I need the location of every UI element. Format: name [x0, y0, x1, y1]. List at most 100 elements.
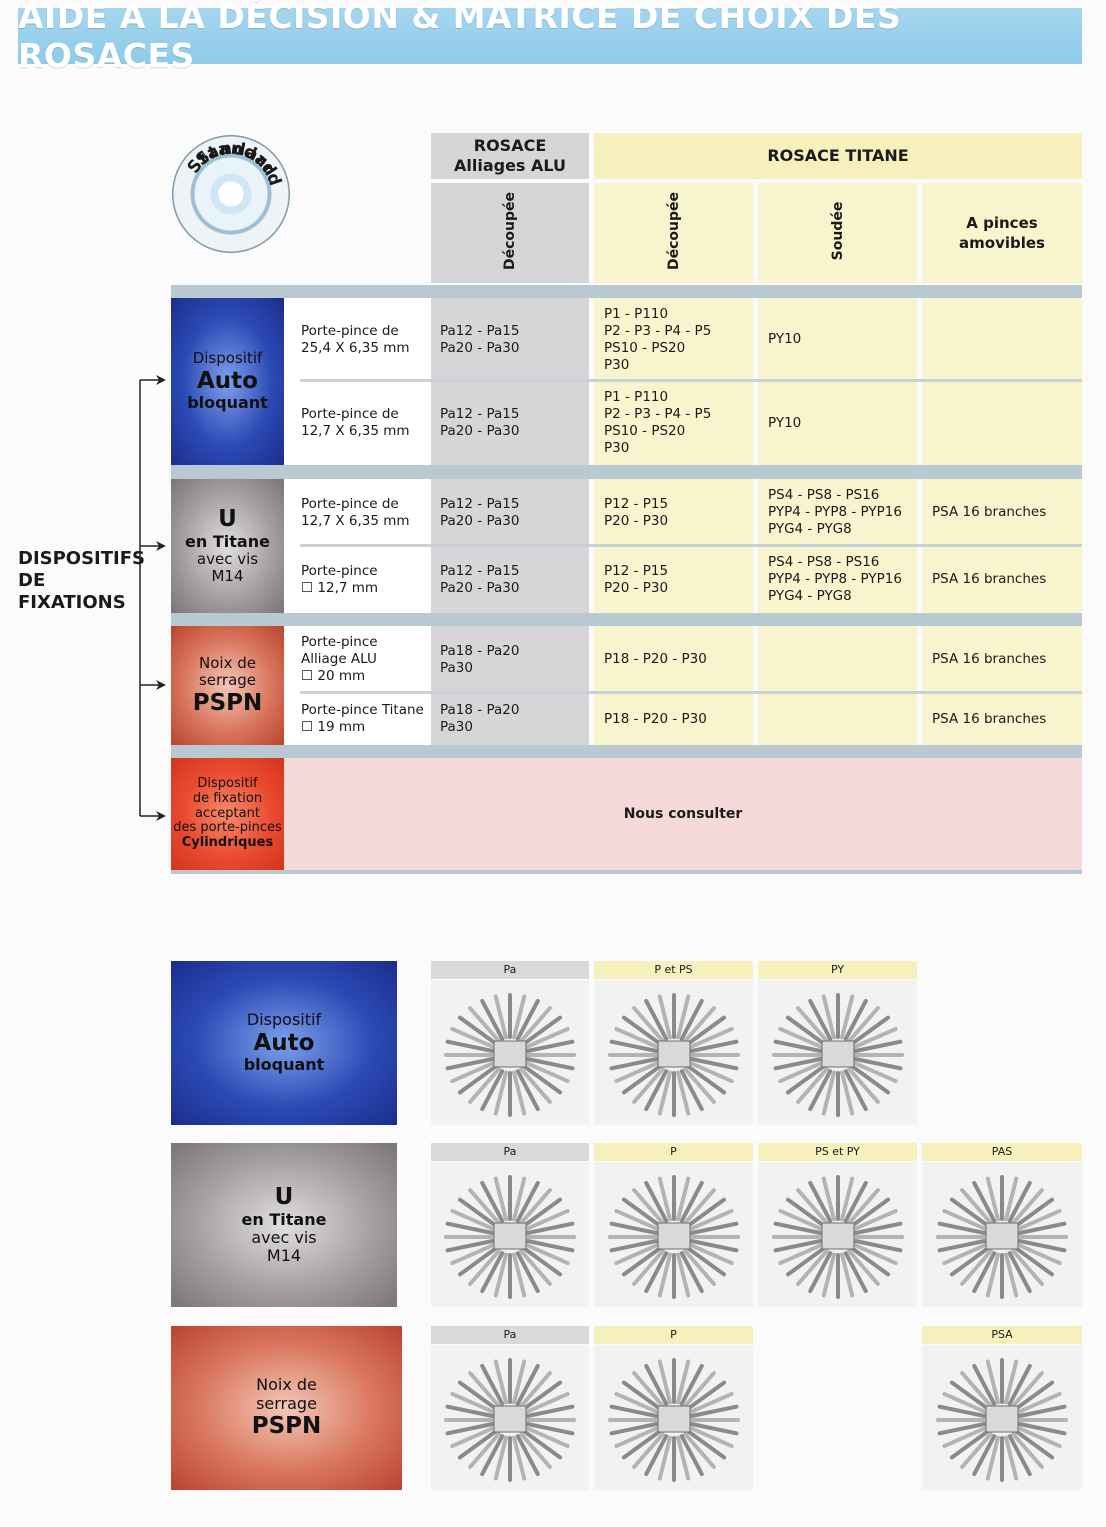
rosace-fin [985, 1252, 1000, 1297]
rosace-fin [972, 1180, 997, 1223]
gallery-auto-line2: Auto [253, 1029, 315, 1056]
rosace-fin [675, 1435, 690, 1480]
rosace-fin [851, 1060, 898, 1083]
rosace-fin [985, 1176, 1000, 1221]
rosace-fin [679, 998, 704, 1041]
row1-ti-pinces [932, 300, 1077, 379]
rosace-fin [1016, 1391, 1062, 1414]
rosace-fin [631, 1187, 665, 1225]
row6-holder: Porte-pince Titane ☐ 19 mm [301, 702, 424, 735]
alu-column [431, 298, 589, 745]
rosace-fin [949, 1428, 990, 1459]
rosace-fin [643, 1363, 668, 1406]
rosace-fin [773, 1221, 822, 1235]
header-alu: ROSACE Alliages ALU [431, 133, 589, 179]
row5-holder: Porte-pince Alliage ALU ☐ 20 mm [301, 634, 378, 684]
rosace-fin [515, 998, 540, 1041]
subheader-ti-soudee-cell: Soudée [758, 183, 917, 283]
row3-holder: Porte-pince de 12,7 X 6,35 mm [301, 495, 410, 529]
row4-ti-soudee: PS4 - PS8 - PS16 PYP4 - PYP8 - PYP16 PYG… [768, 554, 902, 604]
row1-ti-decoupee: P1 - P110 P2 - P3 - P4 - P5 PS10 - PS20 … [604, 305, 712, 373]
rosace-fin [949, 1245, 990, 1276]
rosace-fin [643, 998, 668, 1041]
rosace-fin [1007, 1363, 1032, 1406]
row1-holder: Porte-pince de 25,4 X 6,35 mm [301, 322, 410, 356]
gallery-u-line3: avec vis [251, 1228, 317, 1248]
rosace-fin [795, 1248, 829, 1286]
rosace-hub [493, 1405, 527, 1432]
subheader-alu-decoupee: Découpée [502, 192, 518, 271]
rosace-fin [1007, 1180, 1032, 1223]
rosace-fin [613, 1060, 660, 1083]
rosace-fin [843, 998, 868, 1041]
ti-pinces-column [922, 298, 1082, 745]
header-titane: ROSACE TITANE [594, 133, 1082, 179]
rosace-fin [493, 1252, 508, 1297]
rosace-fin [631, 1370, 665, 1408]
rosace-fin [821, 1252, 836, 1297]
rosace-fin [679, 1068, 704, 1111]
device-cyl-line5: Cylindriques [181, 835, 274, 851]
row2-ti-pinces [932, 382, 1077, 464]
rosace-fin [687, 1425, 734, 1448]
rosace-fin [512, 1176, 527, 1221]
rosace-fin [457, 1063, 498, 1094]
rosace-fin [519, 1187, 552, 1225]
row6-ti-decoupee: P18 - P20 - P30 [604, 710, 707, 727]
rosace-hub [985, 1222, 1019, 1249]
rosace-photo [758, 980, 917, 1125]
rosace-fin [480, 1180, 505, 1223]
rosace-fin [843, 1250, 868, 1293]
rosace-fin [525, 1221, 575, 1235]
rosace-fin [1007, 1250, 1032, 1293]
rosace-fin [795, 1005, 829, 1043]
subheader-ti-decoupee: Découpée [666, 192, 682, 271]
rosace-fin [1017, 1238, 1067, 1252]
rosace-fin [643, 1180, 668, 1223]
arrow-icon [156, 541, 166, 551]
rosace-fin [689, 1039, 738, 1053]
rosace-photo [431, 1162, 589, 1307]
rosace-fin [675, 1252, 690, 1297]
rosace-image [607, 1357, 740, 1482]
rosace-fin [525, 1056, 575, 1070]
gallery-tag: P et PS [594, 961, 753, 979]
rosace-fin [675, 1359, 690, 1404]
rosace-fin [512, 1435, 527, 1480]
rosace-fin [1011, 1187, 1044, 1225]
rosace-fin [849, 1245, 890, 1276]
device-u-line4: M14 [211, 567, 244, 586]
rosace-fin [613, 1026, 660, 1049]
rosace-fin [937, 1221, 987, 1235]
gallery-tag: PS et PY [758, 1143, 917, 1161]
rosace-fin [450, 1391, 496, 1414]
rosace-fin [657, 994, 672, 1039]
rosace-fin [522, 1380, 563, 1411]
rosace-fin [851, 1242, 898, 1265]
rosace-fin [450, 1026, 496, 1049]
rosace-fin [512, 994, 527, 1039]
rosace-fin [519, 1248, 552, 1286]
rosace-fin [657, 1435, 672, 1480]
group-separator [171, 745, 1082, 758]
rosace-fin [1017, 1421, 1067, 1435]
rosace-fin [942, 1208, 988, 1231]
rosace-fin [942, 1425, 988, 1448]
rosace-fin [689, 1404, 738, 1418]
rosace-fin [445, 1039, 495, 1053]
row2-holder: Porte-pince de 12,7 X 6,35 mm [301, 406, 410, 439]
rosace-fin [457, 1380, 498, 1411]
svg-text:Standard: Standard [192, 139, 285, 189]
rosace-fin [853, 1221, 902, 1235]
rosace-hub [821, 1222, 854, 1249]
rosace-fin [687, 1242, 734, 1265]
rosace-fin [515, 1180, 540, 1223]
rosace-fin [682, 1248, 716, 1286]
rosace-fin [522, 1245, 563, 1276]
device-u-line2: en Titane [185, 531, 270, 551]
rosace-fin [1011, 1431, 1044, 1469]
rosace-fin [643, 1433, 668, 1476]
rosace-fin [609, 1221, 658, 1235]
rosace-fin [450, 1242, 496, 1265]
rosace-fin [685, 1015, 726, 1046]
